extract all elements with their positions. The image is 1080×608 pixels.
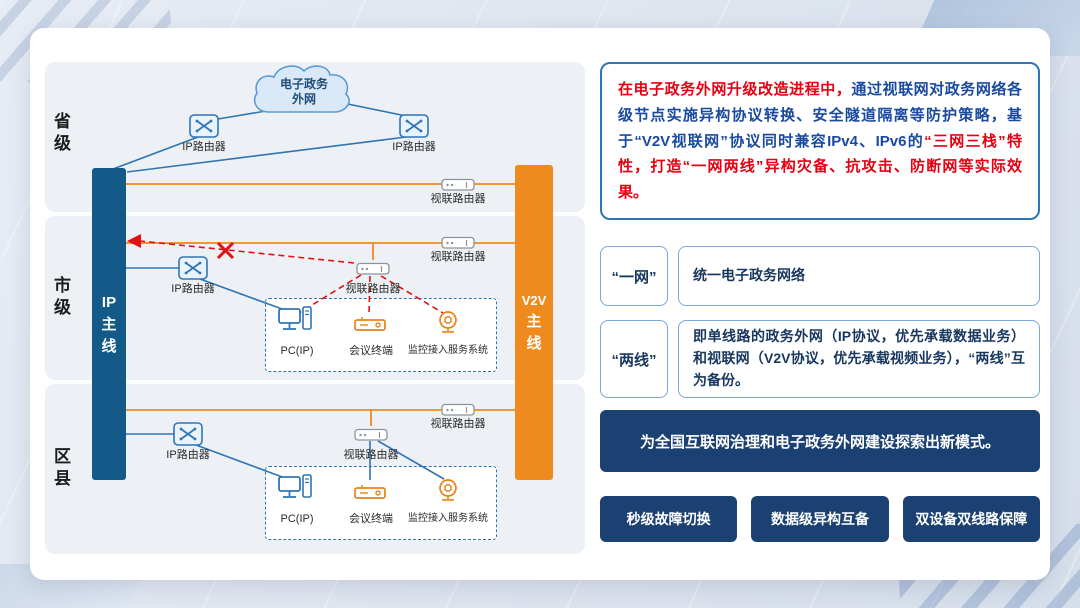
v2v-router-icon [354,427,388,441]
intro-text-box: 在电子政务外网升级改造进程中，通过视联网对政务网络各级节点实施异构协议转换、安全… [600,62,1040,220]
pc-icon [277,306,313,336]
v2v-router-label: 视联路由器 [343,449,399,461]
ip-mainline-text: 线 [101,337,117,355]
v2v-router-label: 视联路由器 [430,251,486,263]
cloud-label-line2: 外网 [291,92,316,106]
ip-mainline-text: IP [101,293,117,311]
two-lines-label: “两线” [600,320,668,398]
tier-label-district: 区县 [51,447,70,491]
v2v-router-label: 视联路由器 [345,283,401,295]
badge-dual-device: 双设备双线路保障 [902,496,1040,542]
ip-mainline-bar: IP 主 线 [92,168,126,480]
conference-terminal-label: 会议终端 [349,345,393,357]
intro-highlight-red: 在电子政务外网升级改造进程中， [618,81,852,98]
v2v-router-label: 视联路由器 [430,418,486,430]
pc-label: PC(IP) [280,345,314,357]
conference-terminal-label: 会议终端 [349,513,393,525]
v2v-router-icon [441,235,475,249]
v2v-mainline-text: 主 [526,313,542,330]
badge-row: 秒级故障切换 数据级异构互备 双设备双线路保障 [600,496,1040,542]
ip-router-label: IP路由器 [171,283,215,295]
v2v-router-icon [356,261,390,275]
one-network-label: “一网” [600,246,668,306]
camera-icon [434,478,462,502]
cloud-label: 电子政务 外网 [248,60,360,120]
v2v-router-icon [441,402,475,416]
intro-highlight-red: “三网三栈”特性，打造“一网两线”异构灾备、抗攻击、防断网等实际效果。 [618,132,1022,202]
badge-data-backup: 数据级异构互备 [751,496,889,542]
ip-router-icon [178,256,208,280]
one-network-desc: 统一电子政务网络 [678,246,1040,306]
v2v-mainline-bar: V2V 主 线 [515,165,553,480]
ip-router-icon [399,114,429,138]
pc-label: PC(IP) [280,513,314,525]
v2v-mainline-text: 线 [526,335,542,352]
cloud-label-line1: 电子政务 [279,77,328,91]
ip-mainline-text: 主 [101,315,117,333]
cloud-icon [253,65,350,113]
badge-failover-switch: 秒级故障切换 [600,496,738,542]
intro-body-blue: 通过视联网对政务网络各级节点实施异构协议转换、安全隧道隔离等防护策略，基于“V2… [618,81,1022,150]
egov-extranet-cloud: 电子政务 外网 [248,60,360,120]
tier-label-provincial: 省级 [51,112,70,156]
tier-label-municipal: 市级 [51,276,70,320]
v2v-router-label: 视联路由器 [430,193,486,205]
ip-router-label: IP路由器 [392,141,436,153]
ip-router-icon [189,114,219,138]
v2v-router-icon [441,177,475,191]
conference-terminal-icon [354,314,386,334]
conference-terminal-icon [354,482,386,502]
conclusion-banner: 为全国互联网治理和电子政务外网建设探索出新模式。 [600,410,1040,472]
v2v-mainline-text: V2V [521,293,547,308]
monitor-system-label: 监控接入服务系统 [408,345,488,356]
pc-icon [277,474,313,504]
camera-icon [434,310,462,334]
ip-router-label: IP路由器 [166,449,210,461]
ip-router-icon [173,422,203,446]
two-lines-desc: 即单线路的政务外网（IP协议，优先承载数据业务）和视联网（V2V协议，优先承载视… [678,320,1040,398]
monitor-system-label: 监控接入服务系统 [408,513,488,524]
ip-router-label: IP路由器 [182,141,226,153]
